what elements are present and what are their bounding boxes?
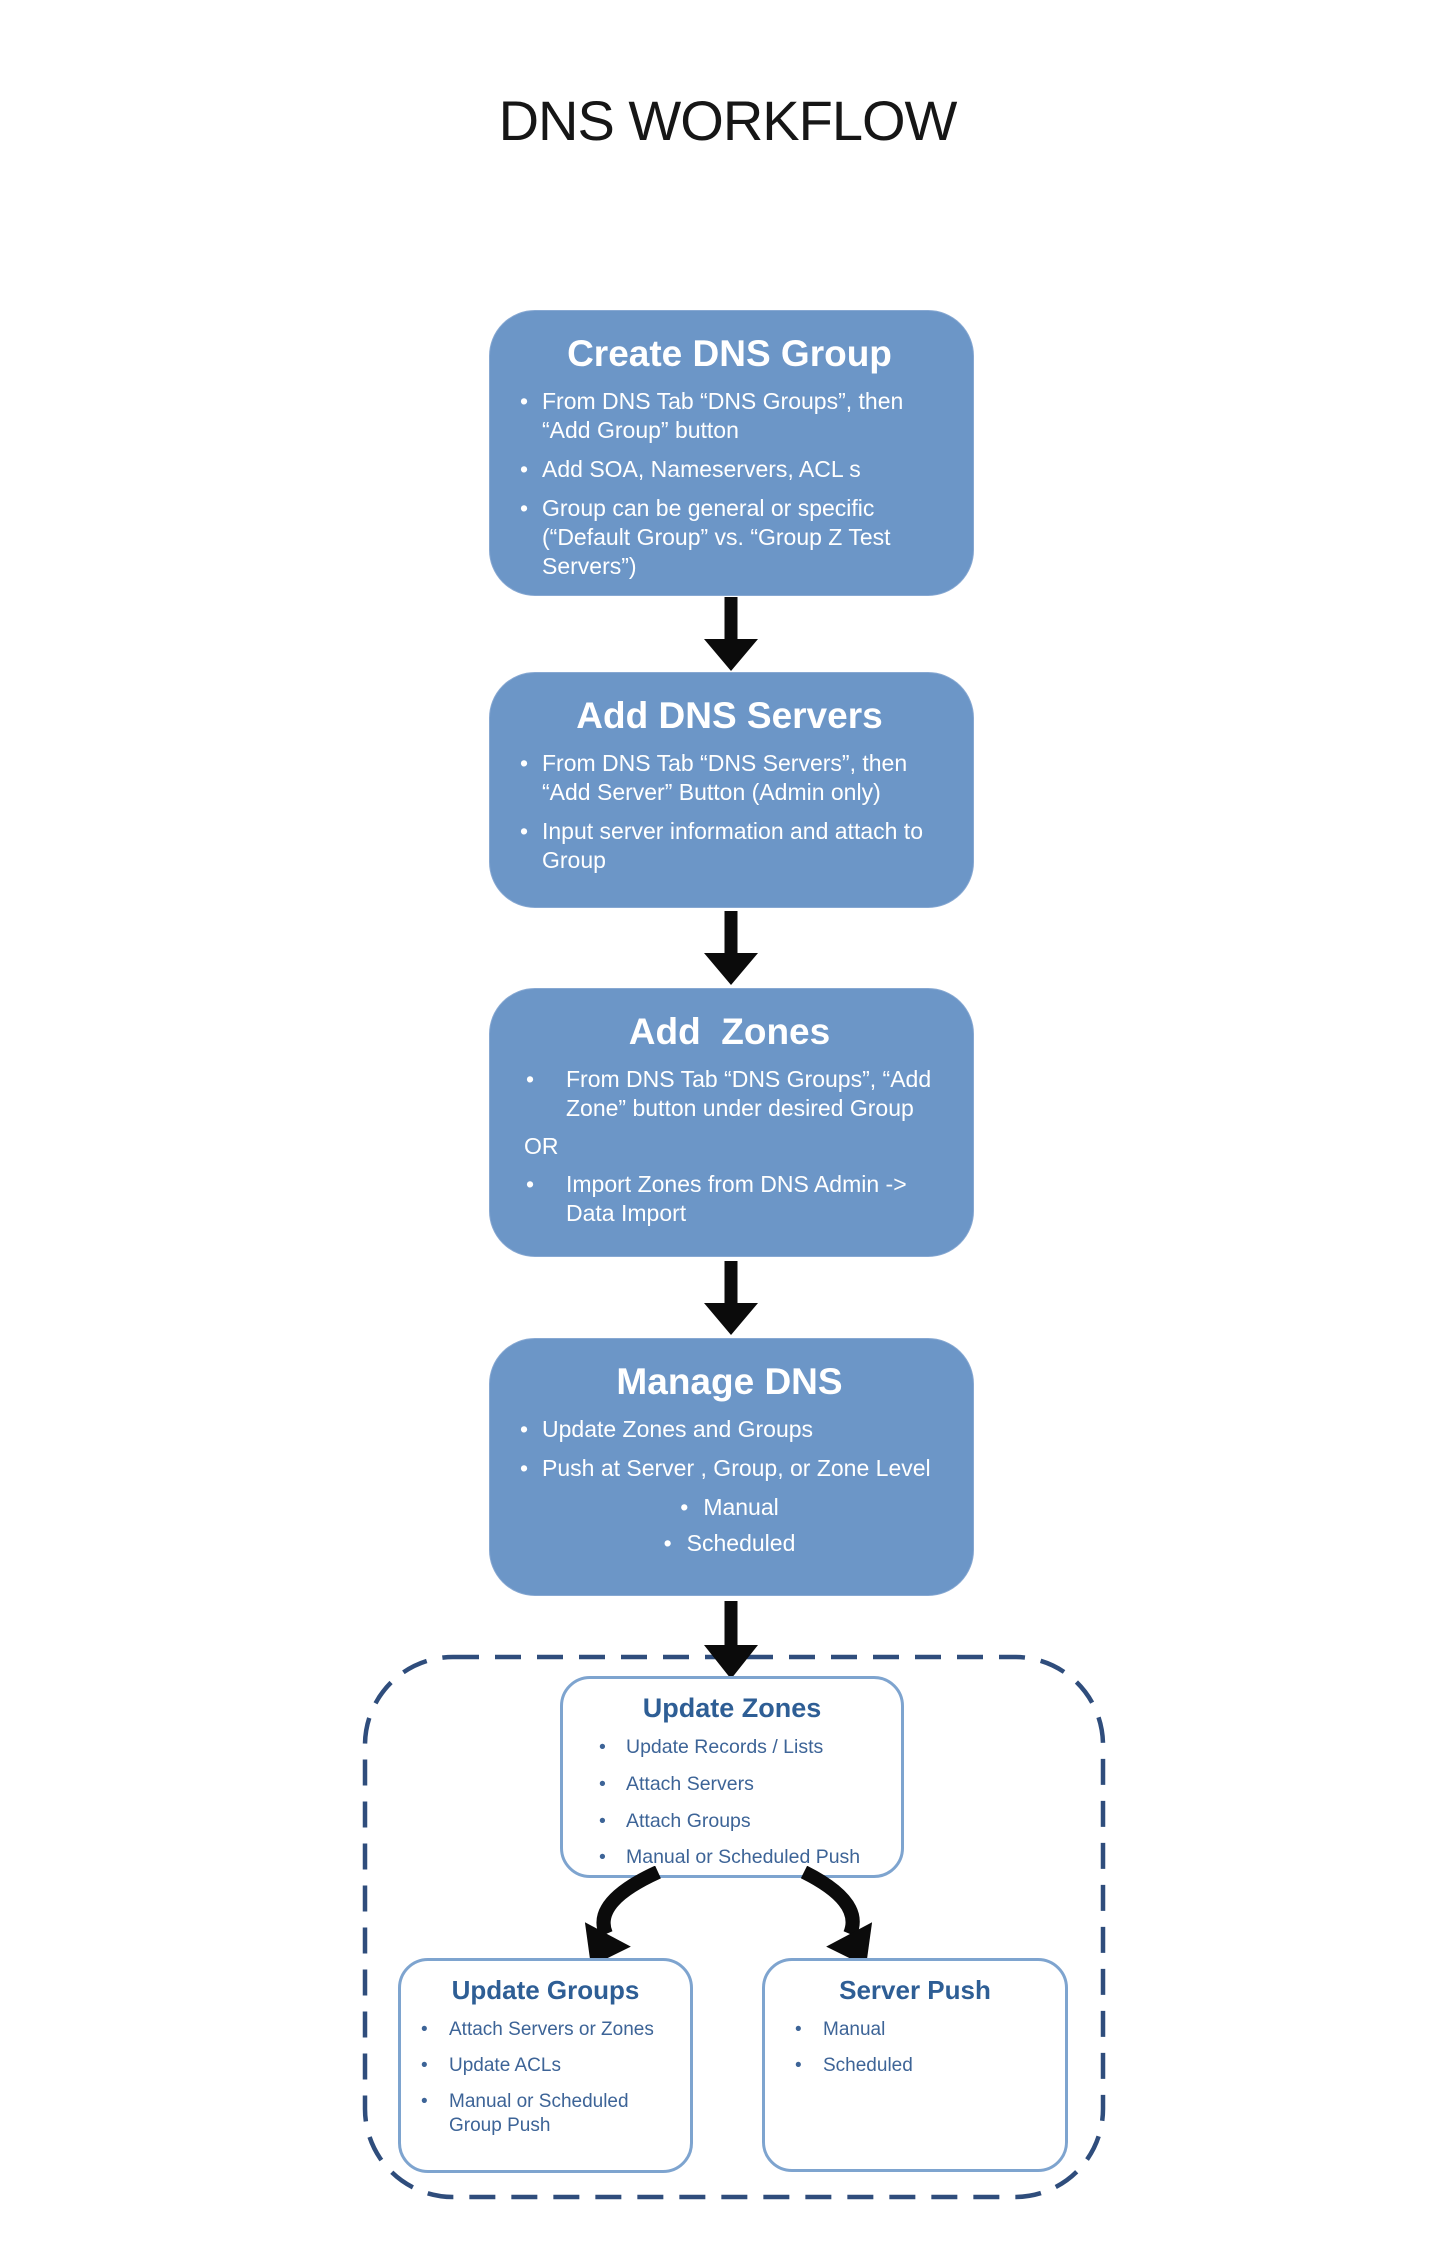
detail-box-title: Server Push (839, 1975, 991, 2005)
flow-box-manage-dns: Manage DNS Update Zones and Groups Push … (489, 1338, 974, 1596)
detail-box-title: Update Zones (642, 1693, 822, 1723)
bullet-item: Group can be general or specific (“Defau… (514, 494, 945, 581)
bullet-item: Input server information and attach to G… (514, 817, 945, 875)
flow-box-title: Create DNS Group (567, 333, 892, 374)
dashed-group-container (362, 1654, 1106, 2200)
down-arrow-icon (704, 1601, 758, 1679)
branch-arrows (584, 1866, 873, 1967)
flow-box-title: Add Zones (628, 1011, 831, 1052)
detail-box-update-groups: Update Groups Attach Servers or Zones Up… (398, 1958, 693, 2173)
detail-box-update-zones: Update Zones Update Records / Lists Atta… (560, 1676, 904, 1878)
curved-arrow-left-icon (584, 1866, 661, 1967)
curved-arrow-right-icon (800, 1866, 873, 1967)
sub-bullet-item: Manual (514, 1493, 945, 1522)
bullet-item: Attach Servers or Zones (421, 2018, 664, 2041)
bullet-item: Manual or Scheduled Push (599, 1846, 895, 1870)
bullet-item: Attach Servers (599, 1773, 895, 1797)
bullet-list: Update Records / Lists Attach Servers At… (563, 1734, 901, 1870)
bullet-list: Manual Scheduled (765, 2016, 1065, 2078)
or-label: OR (524, 1132, 559, 1159)
flow-box-title: Add DNS Servers (576, 695, 883, 736)
bullet-item: Attach Groups (599, 1810, 895, 1834)
down-arrow-icon (704, 1261, 758, 1335)
bullet-item: Import Zones from DNS Admin -> Data Impo… (514, 1170, 945, 1228)
sub-bullet-list: Manual Scheduled (514, 1493, 945, 1558)
bullet-item: From DNS Tab “DNS Groups”, then “Add Gro… (514, 387, 945, 445)
bullet-item: Manual or Scheduled Group Push (421, 2090, 664, 2136)
bullet-item: Scheduled (795, 2054, 1055, 2077)
bullet-item: Manual (795, 2018, 1055, 2041)
bullet-list: Update Zones and Groups Push at Server ,… (514, 1415, 945, 1483)
bullet-list: From DNS Tab “DNS Groups”, “Add Zone” bu… (514, 1065, 945, 1123)
bullet-item: From DNS Tab “DNS Servers”, then “Add Se… (514, 749, 945, 807)
detail-box-server-push: Server Push Manual Scheduled (762, 1958, 1068, 2172)
flow-box-add-dns-servers: Add DNS Servers From DNS Tab “DNS Server… (489, 672, 974, 908)
bullet-list: From DNS Tab “DNS Servers”, then “Add Se… (514, 749, 945, 875)
flow-box-title: Manage DNS (616, 1361, 843, 1402)
sub-bullet-item: Scheduled (514, 1529, 945, 1558)
bullet-item: From DNS Tab “DNS Groups”, “Add Zone” bu… (514, 1065, 945, 1123)
bullet-item: Update Zones and Groups (514, 1415, 945, 1444)
detail-box-title: Update Groups (451, 1975, 640, 2005)
down-arrow-icon (704, 597, 758, 671)
bullet-list: From DNS Tab “DNS Groups”, then “Add Gro… (514, 387, 945, 581)
bullet-item: Update Records / Lists (599, 1736, 895, 1760)
bullet-item: Add SOA, Nameservers, ACL s (514, 455, 945, 484)
down-arrow-icon (704, 911, 758, 985)
page-title: DNS WORKFLOW (498, 89, 958, 152)
bullet-item: Push at Server , Group, or Zone Level (514, 1454, 945, 1483)
bullet-list: Attach Servers or Zones Update ACLs Manu… (401, 2016, 690, 2137)
bullet-item: Update ACLs (421, 2054, 664, 2077)
flow-box-add-zones: Add Zones From DNS Tab “DNS Groups”, “Ad… (489, 988, 974, 1257)
flow-box-create-dns-group: Create DNS Group From DNS Tab “DNS Group… (489, 310, 974, 596)
bullet-list: Import Zones from DNS Admin -> Data Impo… (514, 1170, 945, 1228)
